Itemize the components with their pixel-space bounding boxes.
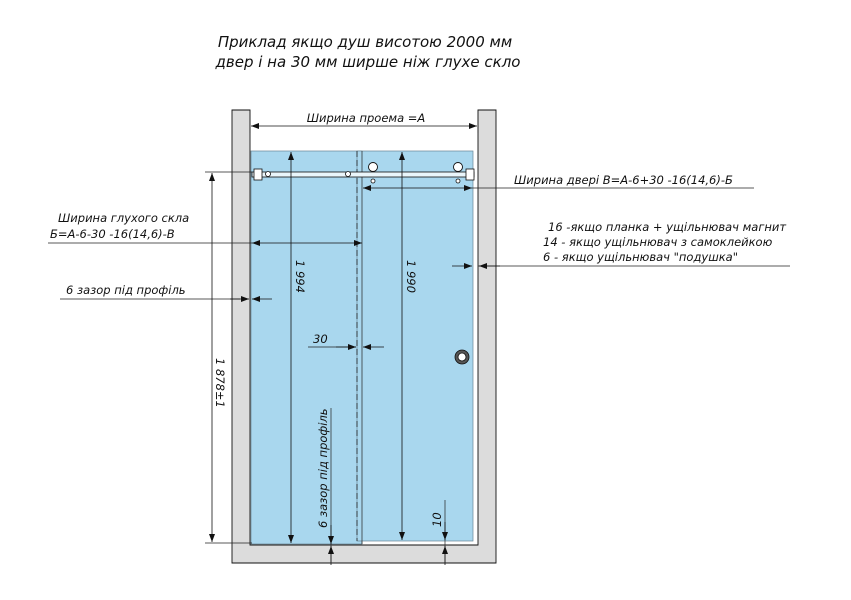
door-width-label: Ширина двері В=А-6+30 -16(14,6)-Б xyxy=(514,173,733,187)
seal-note-16: 16 -якщо планка + ущільнювач магнит xyxy=(548,220,786,234)
bottom-gap-label: 10 xyxy=(430,512,444,527)
profile-height-label: 1 878±1 xyxy=(213,358,227,408)
gap-profile-vertical-label: 6 зазор під профіль xyxy=(316,408,330,528)
door-height-label: 1 990 xyxy=(404,260,418,293)
overlap-dimension-label: 30 xyxy=(313,332,328,346)
fixed-glass-width-label-2: Б=А-6-30 -16(14,6)-В xyxy=(50,227,175,241)
seal-note-6: 6 - якщо ущільнювач "подушка" xyxy=(543,250,738,264)
fixed-glass-width-label-1: Ширина глухого скла xyxy=(58,211,189,225)
fixed-glass-height-label: 1 994 xyxy=(293,260,307,293)
seal-note-14: 14 - якщо ущільнювач з самоклейкою xyxy=(543,235,773,249)
opening-width-label: Ширина проема =А xyxy=(307,111,426,125)
door-knob xyxy=(454,349,470,365)
title-line-1: Приклад якщо душ висотою 2000 мм xyxy=(218,33,512,51)
roller-left xyxy=(368,162,378,184)
fixed-glass-panel xyxy=(250,150,363,545)
gap-profile-left-label: 6 зазор під профіль xyxy=(66,283,186,297)
sliding-rail xyxy=(251,168,475,181)
sliding-door-panel xyxy=(356,150,474,542)
title-line-2: двер і на 30 мм ширше ніж глухе скло xyxy=(215,53,521,71)
roller-right xyxy=(453,162,463,184)
